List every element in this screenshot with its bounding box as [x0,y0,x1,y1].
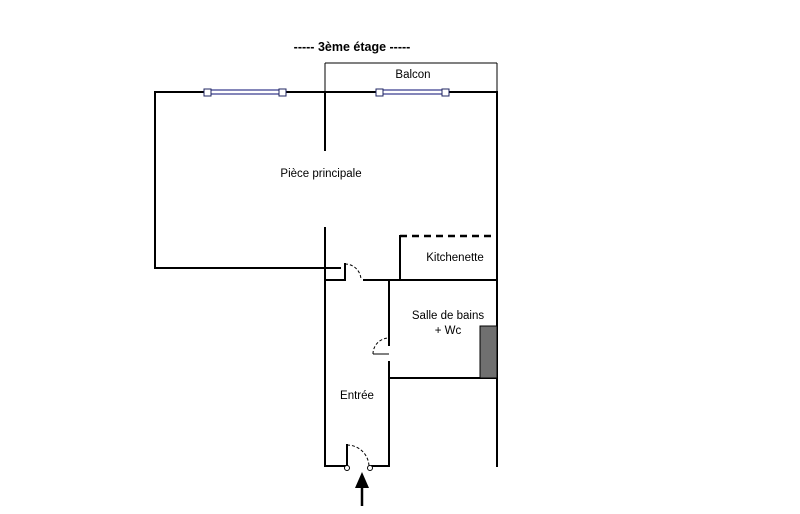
corridor-walls [324,279,498,467]
room-label-kitchenette: Kitchenette [426,252,484,264]
room-label-entree: Entrée [340,390,374,402]
floor-title: ----- 3ème étage ----- [294,40,411,54]
room-label-wc: + Wc [435,325,462,337]
room-label-balcon: Balcon [395,69,430,81]
window-left [203,88,287,97]
room-label-salle-de-bains: Salle de bains [412,310,484,322]
room-label-piece-principale: Pièce principale [280,168,361,180]
balcony-outline [324,62,498,92]
arrow-up-icon [355,472,369,506]
door-main-room [344,263,362,281]
window-right [375,88,450,97]
bathroom-cupboard [479,325,498,379]
door-bathroom [372,337,390,355]
kitchenette-walls [399,234,497,281]
door-entrance [344,444,373,471]
